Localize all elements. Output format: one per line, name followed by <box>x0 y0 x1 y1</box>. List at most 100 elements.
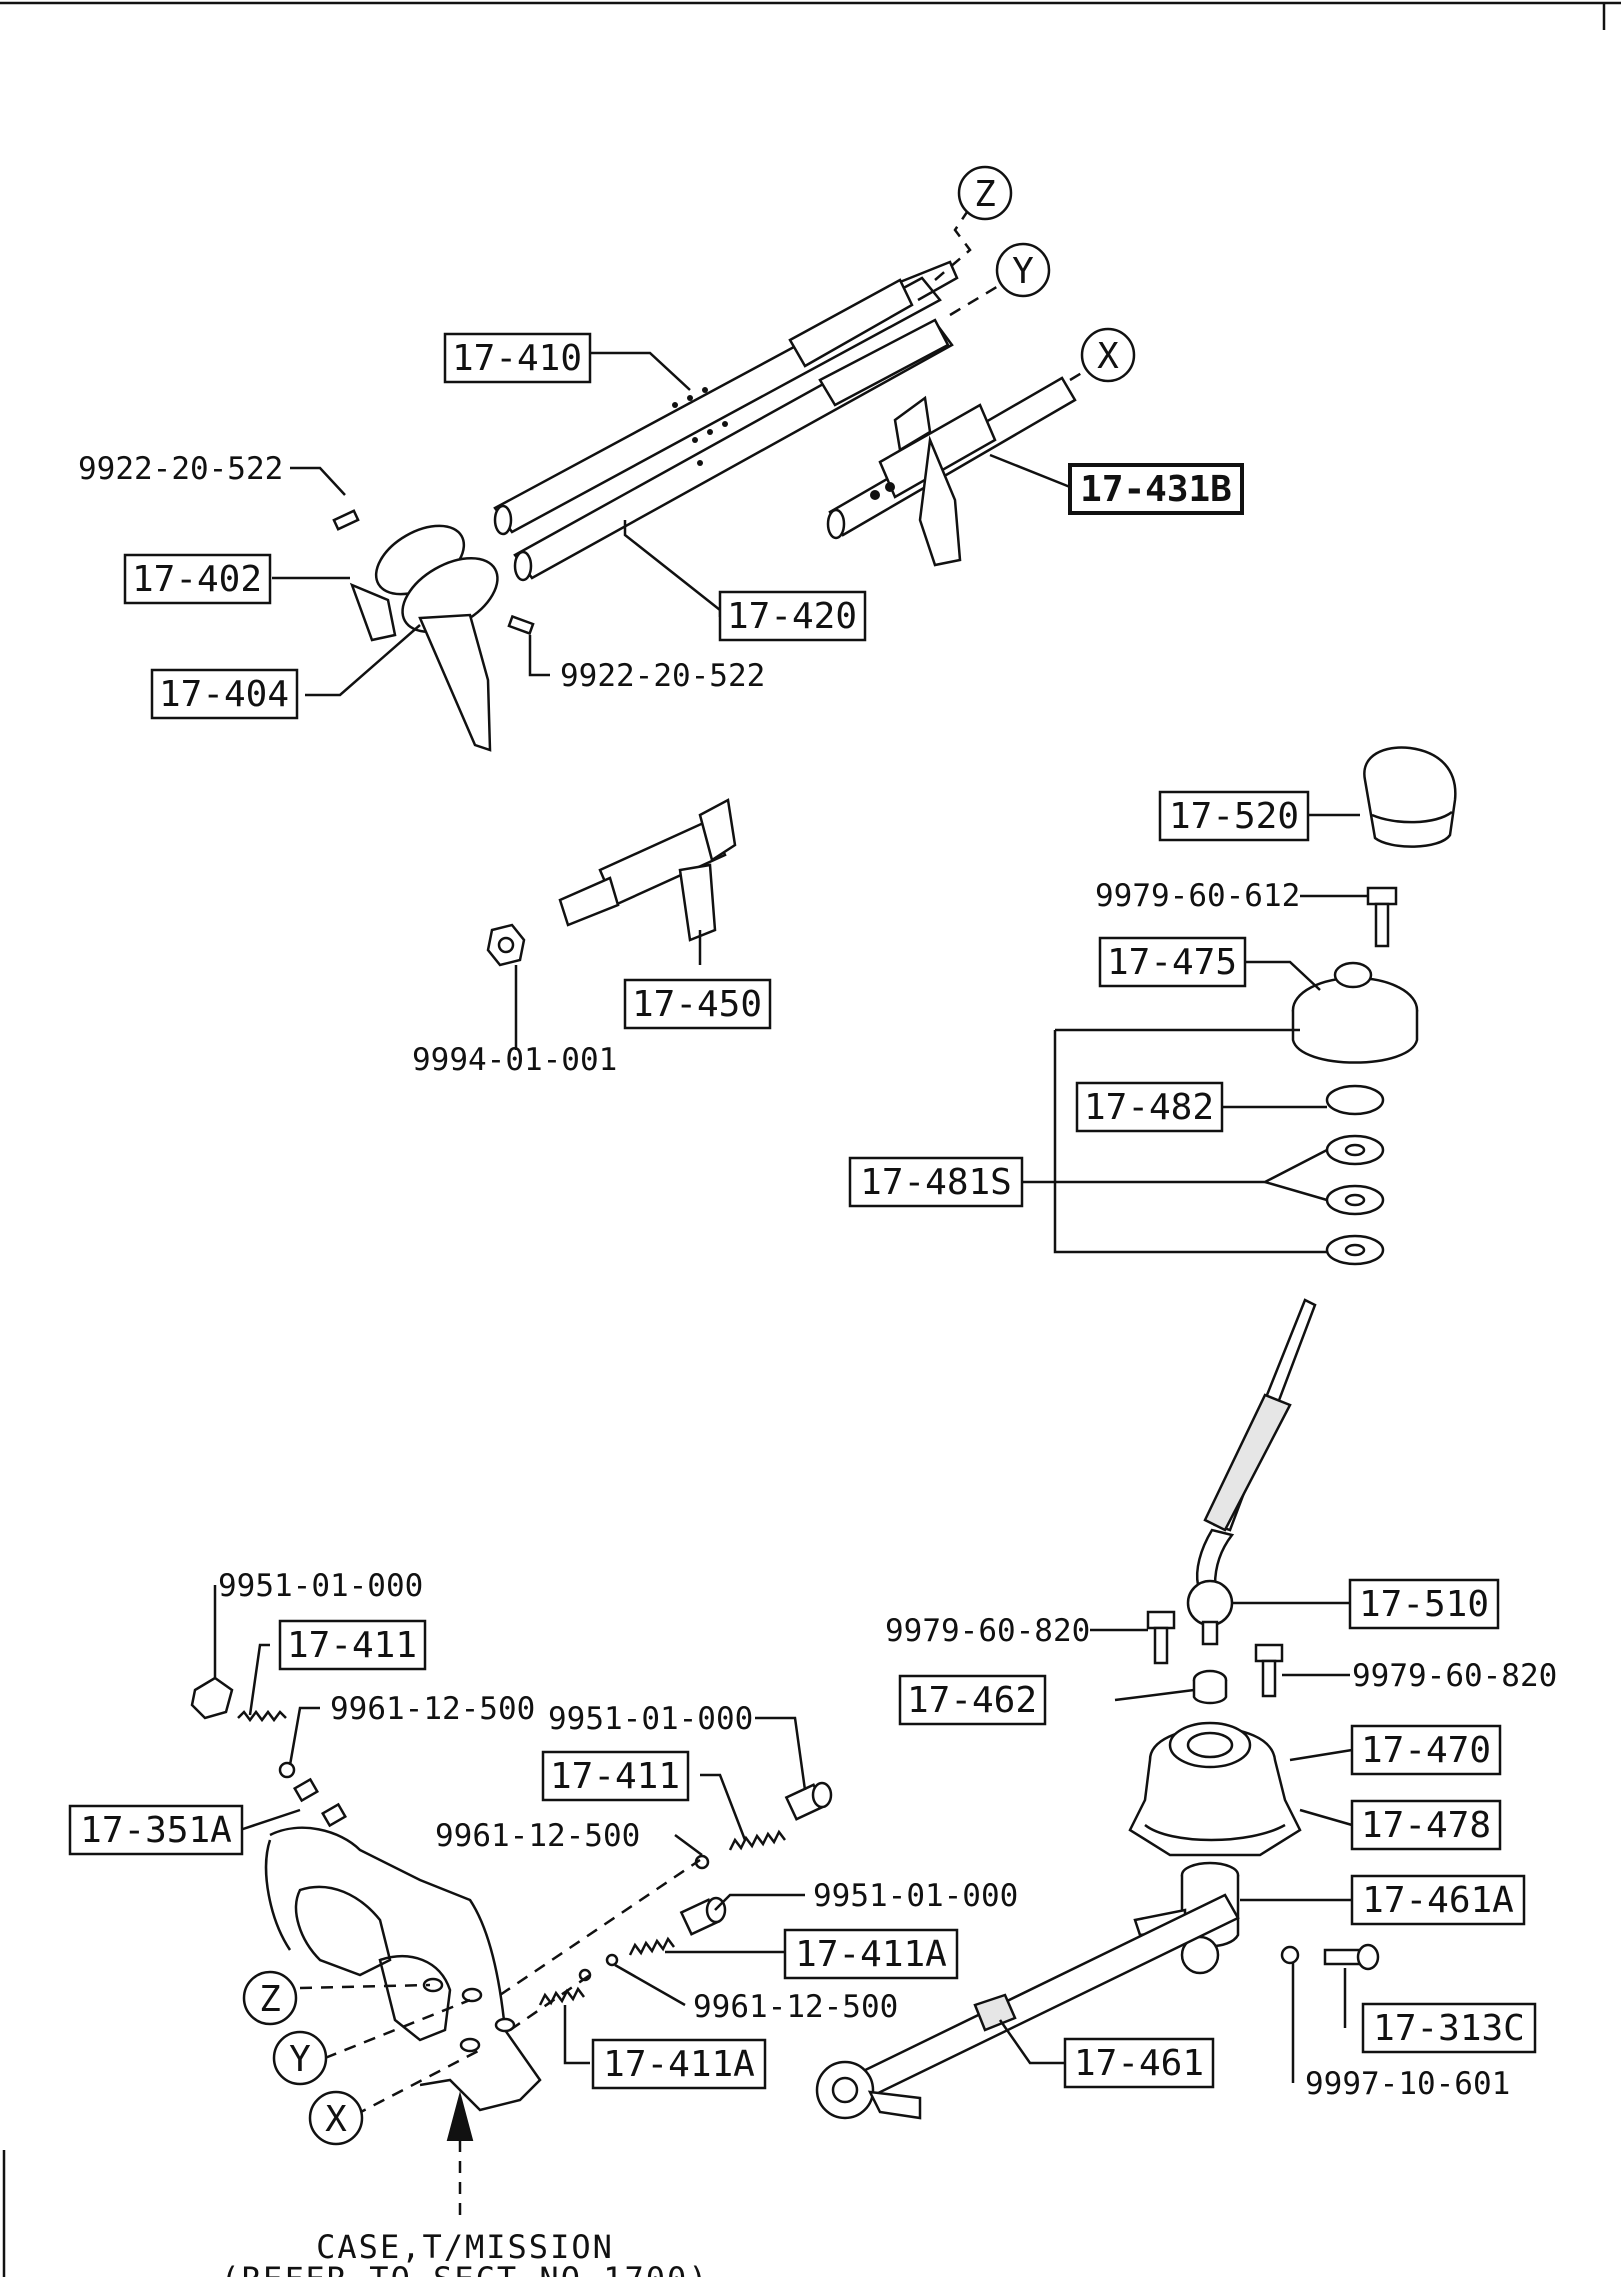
label-box-17-313C <box>1361 2002 1537 2054</box>
svg-text:Y: Y <box>1012 251 1034 292</box>
leader-17-420 <box>623 520 721 611</box>
leader-pin-b <box>528 635 550 677</box>
washers-17-481S <box>1325 1084 1385 1266</box>
label-17-481S: 17-481S <box>860 1162 1012 1203</box>
label-nut-9994: 9994-01-001 <box>412 1042 617 1078</box>
label-box-17-470 <box>1350 1724 1502 1776</box>
interlock-pins-17-351A <box>292 1777 348 1828</box>
label-box-17-475 <box>1098 936 1247 988</box>
label-17-462: 17-462 <box>907 1680 1037 1721</box>
spring-17-411-mid <box>728 1829 786 1851</box>
label-17-450: 17-450 <box>632 984 762 1025</box>
label-17-402: 17-402 <box>132 559 262 600</box>
leader-17-351A <box>239 1808 301 1832</box>
leader-ball-a <box>288 1706 320 1766</box>
leader-17-470 <box>1289 1748 1353 1762</box>
retainer-17-475 <box>1291 961 1419 1064</box>
svg-text:Z: Z <box>974 174 996 215</box>
case-note-line2: (REFER TO SECT.NO.1700) <box>220 2260 709 2277</box>
label-box-17-411A-a <box>783 1928 959 1980</box>
bracket-17-481S <box>1053 1030 1327 1254</box>
label-17-411-b: 17-411 <box>550 1756 680 1797</box>
label-box-17-411-a <box>278 1619 427 1671</box>
spring-17-411A-upper <box>628 1936 675 1956</box>
shift-rod-17-420 <box>513 318 954 582</box>
label-box-17-520 <box>1158 790 1310 842</box>
label-17-351A: 17-351A <box>80 1810 232 1851</box>
leader-17-411-b <box>700 1773 747 1841</box>
svg-text:Y: Y <box>289 2039 311 2080</box>
label-17-411-a: 17-411 <box>287 1625 417 1666</box>
label-box-17-351A <box>68 1804 244 1856</box>
label-17-461A: 17-461A <box>1362 1880 1514 1921</box>
label-17-410: 17-410 <box>452 338 582 379</box>
bushing-17-462 <box>1192 1669 1228 1705</box>
leader-17-411-a <box>248 1643 270 1716</box>
shift-rod-17-431B <box>826 376 1077 567</box>
svg-text:Z: Z <box>259 1979 281 2020</box>
marker-z-bottom: Z <box>242 1970 298 2026</box>
spring-17-411-top <box>237 1709 287 1723</box>
marker-y-bottom: Y <box>272 2030 328 2086</box>
leader-plug-b <box>755 1716 807 1791</box>
label-bolt-9979-820-a: 9979-60-820 <box>885 1613 1090 1649</box>
label-box-17-431B <box>1068 463 1244 515</box>
label-box-17-410 <box>443 332 592 384</box>
extension-rod-17-461 <box>815 1893 1240 2120</box>
nut-9994-01-001 <box>486 923 526 967</box>
label-box-17-461 <box>1063 2037 1215 2089</box>
ball-9961-12-500-top <box>278 1761 296 1779</box>
label-box-17-450 <box>623 978 772 1030</box>
leader-ball-b <box>674 1833 703 1857</box>
leader-pin-a <box>290 466 346 496</box>
ball-9961-12-500-low-a <box>605 1953 619 1967</box>
label-17-478: 17-478 <box>1361 1805 1491 1846</box>
label-box-17-462 <box>898 1674 1047 1726</box>
label-clip-9997: 9997-10-601 <box>1305 2066 1510 2102</box>
label-pin-9922-a: 9922-20-522 <box>78 451 283 487</box>
bore-dash-y <box>324 1998 471 2060</box>
leader-17-481S-a <box>1022 1148 1328 1184</box>
label-17-411A-b: 17-411A <box>603 2044 755 2085</box>
label-bolt-9979-820-b: 9979-60-820 <box>1352 1658 1557 1694</box>
label-17-431B: 17-431B <box>1080 469 1232 510</box>
label-box-17-402 <box>123 553 272 605</box>
plug-9951-01-000-low <box>679 1896 727 1936</box>
svg-text:X: X <box>325 2099 347 2140</box>
leader-plug-c <box>714 1893 805 1911</box>
label-17-470: 17-470 <box>1361 1730 1491 1771</box>
case-note-line1: CASE,T/MISSION <box>316 2228 614 2266</box>
label-plug-9951-b: 9951-01-000 <box>548 1701 753 1737</box>
bolt-9979-60-820-left <box>1146 1610 1176 1665</box>
label-box-17-481S <box>848 1156 1024 1208</box>
marker-z-top: Z <box>957 165 1013 221</box>
leader-z-top <box>934 199 977 281</box>
label-17-482: 17-482 <box>1084 1087 1214 1128</box>
shift-rod-17-410 <box>493 260 959 536</box>
case-arrow <box>446 2091 474 2220</box>
label-box-17-478 <box>1350 1799 1502 1851</box>
bore-dash-z <box>299 1983 431 1990</box>
plug-9951-01-000-top <box>190 1676 234 1720</box>
shift-lever-17-450 <box>558 798 737 942</box>
shift-knob-17-520 <box>1363 746 1457 848</box>
leader-17-475 <box>1245 960 1321 991</box>
leader-ball-c <box>614 1963 686 2007</box>
label-17-520: 17-520 <box>1169 796 1299 837</box>
label-box-17-510 <box>1348 1578 1500 1630</box>
leader-17-431B <box>989 453 1071 489</box>
label-box-17-420 <box>718 590 867 642</box>
housing-17-470 <box>1128 1721 1302 1857</box>
bolt-9979-60-612 <box>1366 886 1398 948</box>
bolt-17-313C <box>1323 1943 1380 1971</box>
label-17-313C: 17-313C <box>1373 2008 1525 2049</box>
leader-17-404 <box>305 624 421 697</box>
label-plug-9951-c: 9951-01-000 <box>813 1878 1018 1914</box>
label-bolt-9979-612: 9979-60-612 <box>1095 878 1300 914</box>
leader-17-411A-b <box>563 2005 590 2065</box>
label-17-411A-a: 17-411A <box>795 1934 947 1975</box>
label-ball-9961-c: 9961-12-500 <box>693 1989 898 2025</box>
bore-dash-1 <box>499 1858 701 1997</box>
label-17-510: 17-510 <box>1359 1584 1489 1625</box>
